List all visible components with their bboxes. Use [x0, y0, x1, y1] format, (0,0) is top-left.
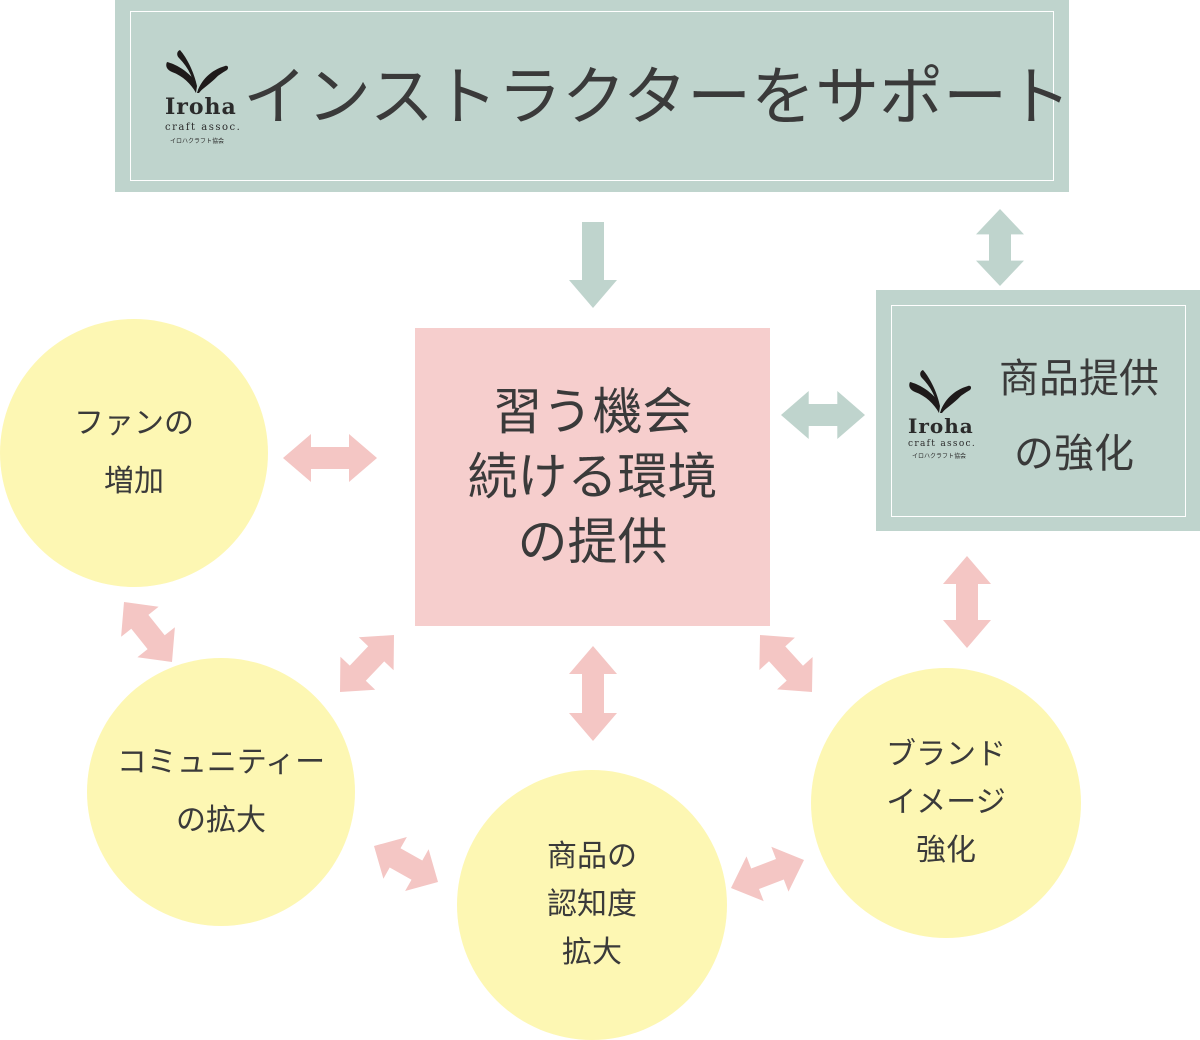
- center-box-line1: 習う機会: [492, 382, 693, 441]
- arrow-community-awareness: [374, 837, 438, 891]
- circle-awareness-line3: 拡大: [562, 935, 622, 970]
- top-banner: Iroha craft assoc. イロハクラフト協会 インストラクターをサポ…: [115, 0, 1072, 192]
- arrow-fans-center: [283, 434, 377, 482]
- circle-brand-line3: 強化: [916, 833, 976, 868]
- circle-fans: ファンの 増加: [0, 319, 268, 587]
- circle-awareness-line1: 商品の: [547, 839, 637, 874]
- logo-tiny-text: イロハクラフト協会: [170, 138, 225, 145]
- right-panel-line2: の強化: [1014, 431, 1134, 477]
- center-box: 習う機会 続ける環境 の提供: [415, 328, 770, 626]
- leaf-icon: [909, 370, 972, 413]
- center-box-line3: の提供: [517, 512, 668, 571]
- logo-tiny-text: イロハクラフト協会: [912, 453, 967, 460]
- arrow-fans-community: [121, 602, 175, 662]
- circle-community-line2: の拡大: [176, 803, 266, 838]
- circle-brand-line1: ブランド: [886, 737, 1006, 772]
- arrow-banner-right-panel: [976, 209, 1024, 286]
- leaf-icon: [166, 50, 229, 93]
- arrow-right-panel-brand: [943, 556, 991, 648]
- circle-fans-line2: 増加: [104, 464, 164, 499]
- arrow-awareness-brand: [731, 846, 804, 902]
- top-banner-inner-border: [130, 11, 1054, 181]
- arrow-center-right-panel: [781, 391, 865, 439]
- right-panel-logo: Iroha craft assoc. イロハクラフト協会: [906, 370, 982, 460]
- circle-brand: ブランド イメージ 強化: [811, 668, 1081, 938]
- right-panel: Iroha craft assoc. イロハクラフト協会 商品提供 の強化: [876, 290, 1200, 531]
- logo-subtitle: craft assoc.: [908, 439, 977, 449]
- arrow-center-brand: [759, 635, 813, 692]
- right-panel-line1: 商品提供: [999, 356, 1159, 402]
- top-banner-title: インストラクターをサポート: [243, 61, 1072, 135]
- circle-community: コミュニティー の拡大: [87, 658, 355, 926]
- arrow-center-awareness: [569, 646, 617, 741]
- logo-subtitle: craft assoc.: [165, 122, 242, 133]
- center-box-line2: 続ける環境: [467, 447, 718, 506]
- circle-community-line1: コミュニティー: [116, 744, 326, 780]
- top-banner-logo: Iroha craft assoc. イロハクラフト協会: [157, 50, 240, 145]
- circle-fans-line1: ファンの: [74, 405, 194, 441]
- right-panel-inner-border: [891, 305, 1186, 517]
- logo-wordmark: Iroha: [165, 94, 237, 120]
- arrow-center-community: [340, 635, 394, 692]
- circle-brand-line2: イメージ: [886, 785, 1006, 820]
- logo-wordmark: Iroha: [908, 414, 974, 438]
- circle-awareness: 商品の 認知度 拡大: [457, 770, 727, 1040]
- arrow-banner-to-center: [569, 222, 617, 308]
- circle-awareness-line2: 認知度: [547, 887, 637, 922]
